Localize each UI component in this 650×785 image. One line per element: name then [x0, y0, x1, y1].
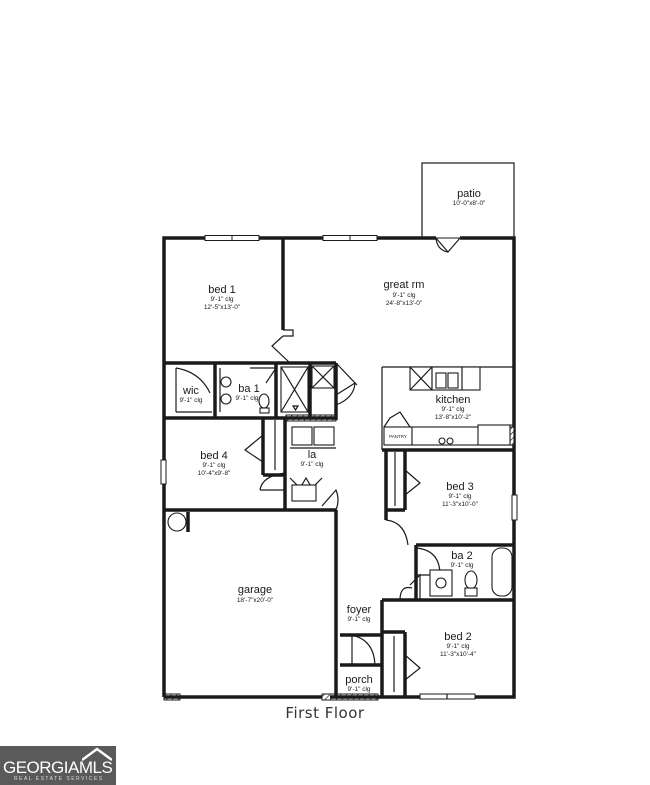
- svg-text:porch: porch: [345, 674, 373, 686]
- interior-walls: [163, 238, 518, 701]
- room-label-bed1: bed 1 9'-1" clg 12'-5"x13'-0": [204, 284, 241, 311]
- svg-text:ba 1: ba 1: [238, 383, 259, 395]
- svg-text:wic: wic: [182, 385, 199, 397]
- svg-text:11'-3"x10'-4": 11'-3"x10'-4": [440, 651, 477, 658]
- svg-text:bed 4: bed 4: [200, 450, 228, 462]
- svg-text:kitchen: kitchen: [436, 394, 471, 406]
- room-label-ba2: ba 2 9'-1" clg: [450, 550, 473, 569]
- room-label-bed3: bed 3 9'-1" clg 11'-3"x10'-0": [442, 481, 479, 508]
- room-label-patio: patio 10'-0"x8'-0": [453, 188, 486, 207]
- svg-text:PANTRY: PANTRY: [389, 434, 407, 439]
- room-label-bed4: bed 4 9'-1" clg 10'-4"x9'-8": [198, 450, 231, 477]
- room-label-garage: garage 18'-7"x20'-0": [237, 584, 274, 604]
- room-label-bed2: bed 2 9'-1" clg 11'-3"x10'-4": [440, 631, 477, 658]
- svg-text:9'-1" clg: 9'-1" clg: [347, 616, 370, 623]
- logo-subtitle: REAL ESTATE SERVICES: [14, 776, 104, 782]
- georgia-mls-logo: GEORGIAMLS REAL ESTATE SERVICES: [0, 746, 116, 785]
- svg-text:garage: garage: [238, 584, 272, 596]
- patio-door: [434, 235, 462, 253]
- roof-icon: [82, 747, 112, 761]
- svg-text:18'-7"x20'-0": 18'-7"x20'-0": [237, 597, 274, 604]
- window-bed4: [160, 459, 167, 485]
- svg-text:10'-0"x8'-0": 10'-0"x8'-0": [453, 200, 486, 207]
- svg-text:la: la: [308, 449, 317, 461]
- room-label-porch: porch 9'-1" clg: [345, 674, 373, 693]
- svg-text:bed 2: bed 2: [444, 631, 472, 643]
- logo-brand-accent: MLS: [78, 758, 113, 777]
- svg-text:9'-1" clg: 9'-1" clg: [210, 296, 233, 303]
- svg-text:9'-1" clg: 9'-1" clg: [446, 643, 469, 650]
- svg-text:bed 1: bed 1: [208, 284, 236, 296]
- floor-caption: First Floor: [285, 704, 365, 722]
- svg-text:9'-1" clg: 9'-1" clg: [202, 462, 225, 469]
- svg-text:9'-1" clg: 9'-1" clg: [179, 397, 202, 404]
- svg-text:10'-4"x9'-8": 10'-4"x9'-8": [198, 470, 231, 477]
- logo-brand-main: GEORGIA: [3, 758, 79, 777]
- svg-text:9'-1" clg: 9'-1" clg: [347, 686, 370, 693]
- svg-text:9'-1" clg: 9'-1" clg: [235, 395, 258, 402]
- room-label-foyer: foyer 9'-1" clg: [347, 604, 372, 623]
- window-bed1-top: [204, 235, 260, 241]
- room-label-kitchen: kitchen 9'-1" clg 13'-8"x10'-2" PANTRY: [389, 394, 472, 439]
- svg-text:13'-8"x10'-2": 13'-8"x10'-2": [435, 414, 472, 421]
- svg-text:11'-3"x10'-0": 11'-3"x10'-0": [442, 501, 479, 508]
- svg-text:9'-1" clg: 9'-1" clg: [300, 461, 323, 468]
- room-label-ba1: ba 1 9'-1" clg: [235, 383, 259, 402]
- room-label-wic: wic 9'-1" clg: [179, 385, 202, 404]
- svg-text:ba 2: ba 2: [451, 550, 472, 562]
- svg-text:9'-1" clg: 9'-1" clg: [448, 493, 471, 500]
- svg-text:9'-1" clg: 9'-1" clg: [441, 406, 464, 413]
- svg-text:9'-1" clg: 9'-1" clg: [392, 292, 415, 299]
- svg-text:9'-1" clg: 9'-1" clg: [450, 562, 473, 569]
- window-greatrm-top: [322, 235, 378, 241]
- svg-text:bed 3: bed 3: [446, 481, 474, 493]
- room-label-la: la 9'-1" clg: [300, 449, 323, 468]
- svg-text:great rm: great rm: [384, 279, 425, 291]
- svg-text:12'-5"x13'-0": 12'-5"x13'-0": [204, 304, 241, 311]
- room-label-great-rm: great rm 9'-1" clg 24'-8"x13'-0": [384, 279, 425, 307]
- svg-text:24'-8"x13'-0": 24'-8"x13'-0": [386, 300, 423, 307]
- svg-text:foyer: foyer: [347, 604, 372, 616]
- svg-text:patio: patio: [457, 188, 481, 200]
